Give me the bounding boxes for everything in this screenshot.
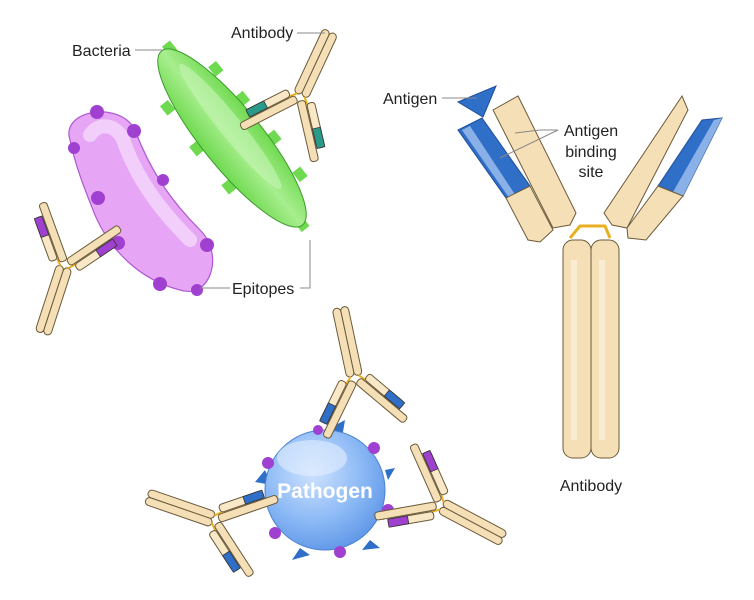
- antibody-pathogen-right: [367, 433, 529, 585]
- label-bacteria: Bacteria: [72, 43, 131, 60]
- label-binding-site-1: Antigen: [564, 123, 618, 140]
- label-pathogen: Pathogen: [277, 480, 373, 503]
- label-antibody-main: Antibody: [560, 478, 622, 495]
- label-antigen: Antigen: [383, 91, 437, 108]
- antibody-main: [456, 85, 723, 459]
- bacteria-purple: [68, 105, 214, 296]
- pathogen: Pathogen: [255, 420, 398, 560]
- label-epitopes: Epitopes: [232, 281, 294, 298]
- epitopes: [68, 105, 214, 296]
- label-antibody-top: Antibody: [231, 25, 293, 42]
- antibody-pathogen-top: [289, 295, 418, 443]
- label-binding-site-3: site: [579, 164, 604, 181]
- antibody-pathogen-left: [129, 447, 285, 587]
- leader-lines: [135, 32, 559, 289]
- bacteria-green: [157, 40, 310, 233]
- label-binding-site-2: binding: [565, 144, 617, 161]
- antigen-triangle: [456, 85, 497, 118]
